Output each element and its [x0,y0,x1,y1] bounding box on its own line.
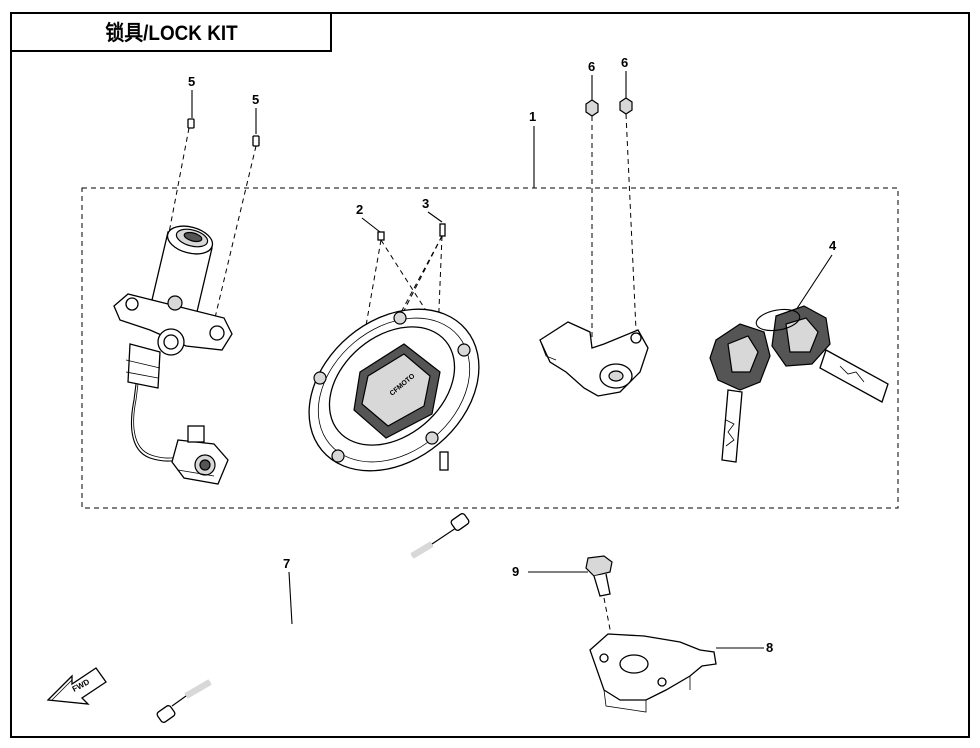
cable-7: 7 [156,513,470,723]
bolt-9: 9 [512,555,615,651]
callout-6a-label: 6 [588,59,595,74]
kit-group-boundary [81,187,899,509]
callout-2-label: 2 [356,202,363,217]
page-title: 锁具/LOCK KIT [104,22,238,45]
fwd-direction-arrow: FWD [46,667,107,705]
bracket-8: 8 [589,633,773,713]
ignition-switch [113,225,233,485]
fuel-tank-cap: CFMOTO [308,308,480,472]
callout-4-label: 4 [829,238,837,253]
seat-lock [539,321,649,397]
callout-1-label: 1 [529,109,536,124]
keys: 4 [709,238,889,463]
callout-9-label: 9 [512,564,519,579]
callout-1: 1 [529,109,536,188]
callout-5a-label: 5 [188,74,195,89]
screw-5b: 5 [213,92,260,323]
diagram-frame [10,12,970,738]
callout-3-label: 3 [422,196,429,211]
title-box: 锁具/LOCK KIT [10,12,332,52]
screw-6a: 6 [585,59,599,340]
callout-5b-label: 5 [252,92,259,107]
screw-6b: 6 [619,55,637,331]
callout-8-label: 8 [766,640,773,655]
callout-6b-label: 6 [621,55,628,70]
callout-7-label: 7 [283,556,290,571]
